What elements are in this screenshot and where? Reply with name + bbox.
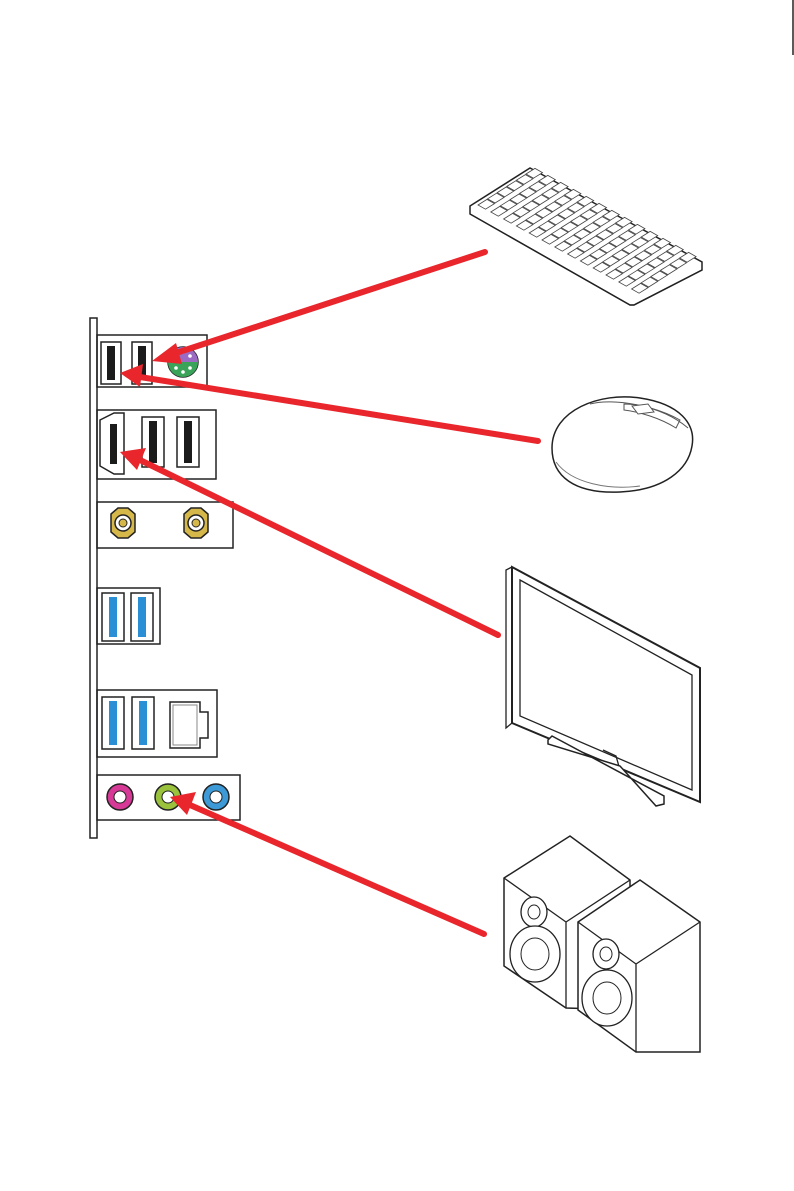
usb3-port: [131, 593, 153, 641]
usb3-group: [97, 588, 160, 644]
mic-in-jack: [203, 784, 229, 810]
usb3-port: [132, 697, 154, 749]
wifi-antenna-connector: [111, 508, 135, 538]
keyboard-icon: [470, 168, 702, 305]
wifi-antenna-connector: [184, 508, 208, 538]
audio-group: [97, 775, 240, 820]
keyboard-arrow: [152, 252, 485, 364]
usb3-port: [102, 593, 124, 641]
io-panel-plate: [90, 318, 97, 838]
usb3-port: [102, 697, 124, 749]
monitor-arrow: [120, 448, 498, 635]
antenna-group: [97, 502, 233, 548]
hdmi-port: [100, 413, 124, 474]
usb2-port: [177, 417, 199, 467]
io-panel: [90, 318, 240, 838]
lan-rj45-port: [170, 702, 208, 748]
line-in-jack: [107, 784, 133, 810]
monitor-icon: [506, 567, 700, 806]
usb3-lan-group: [97, 690, 217, 757]
speakers-icon: [504, 836, 700, 1052]
usb2-port: [101, 342, 121, 384]
mouse-icon: [552, 397, 693, 492]
speakers-arrow: [170, 792, 484, 934]
